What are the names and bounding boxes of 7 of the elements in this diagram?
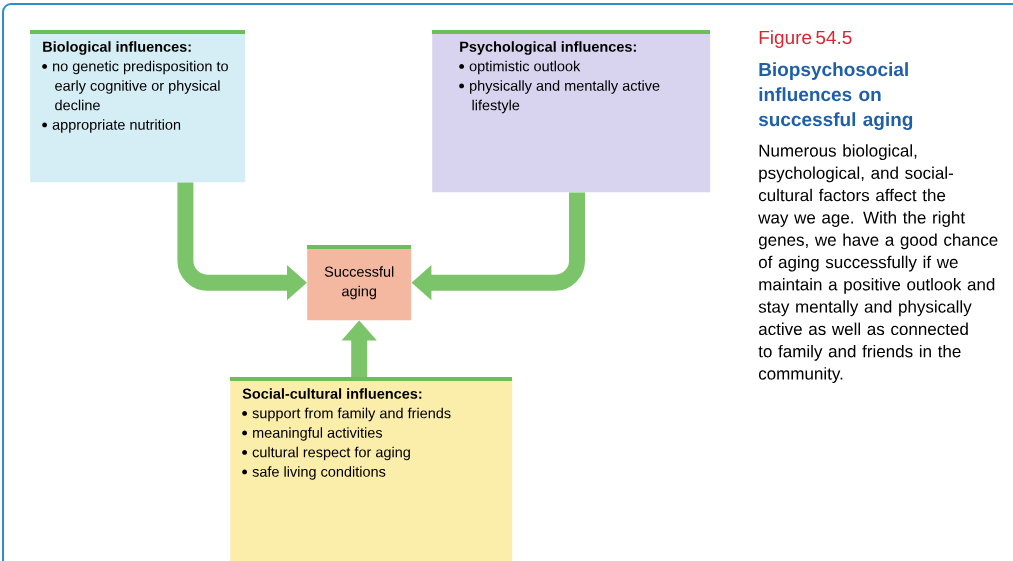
info-box: Social-cultural influences: support from family and friends meaningful activities cultural respect for aging safe living conditions [230,377,513,561]
info-box: Psychological influences: optimistic outlook physically and mentally active lifestyle [432,30,711,193]
figure-title: Biopsychosocial influences on successful aging [758,62,913,130]
info-box: Biological influences: no genetic predisposition to early cognitive or physical decline appropriate nutrition [30,30,246,183]
info-box: Successful aging [307,245,412,321]
figure-caption: Numerous biological, psychological, and social-cultural factors affect the way we age. With the right genes, we have a good chance of aging successfully if we maintain a positive outlook and stay mentally and physically active as well as connected to family and friends in the community. [758,144,998,384]
figure-number: Figure 54.5 [759,30,852,48]
